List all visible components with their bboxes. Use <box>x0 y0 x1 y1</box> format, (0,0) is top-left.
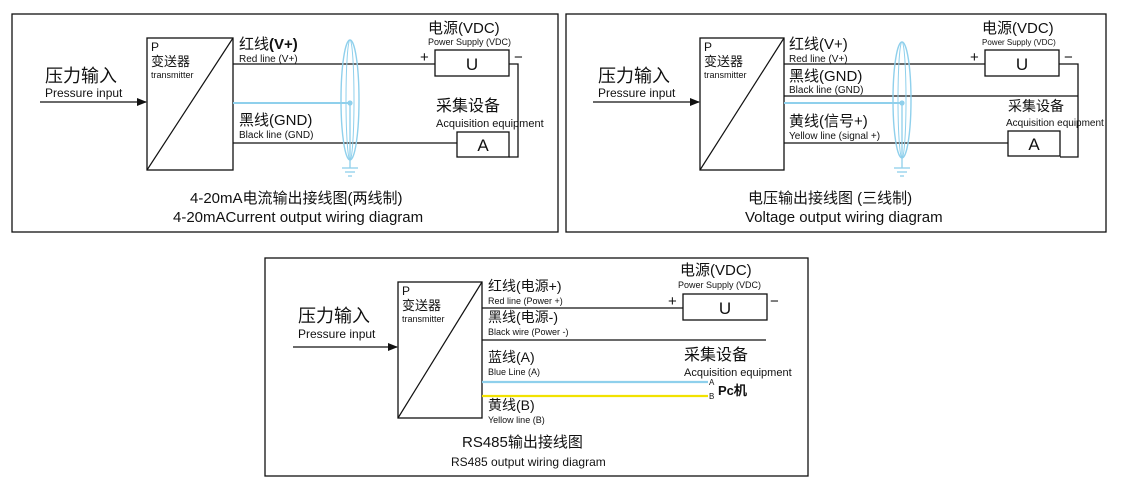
power-supply-u-box <box>984 49 1060 77</box>
power-supply-u-box <box>434 49 510 77</box>
power-supply-u-box <box>682 293 768 321</box>
diagram-frame <box>264 257 809 477</box>
power-return-wire <box>509 63 519 158</box>
acquisition-a-box <box>1007 130 1061 157</box>
power-supply-label-cn: 电源(VDC) <box>982 20 1054 37</box>
black-line-label-cn: 黑线(电源-) <box>488 309 558 325</box>
power-supply-label-cn: 电源(VDC) <box>428 20 500 37</box>
power-supply-label-cn: 电源(VDC) <box>680 262 752 279</box>
yellow-line-label-en: Yellow line (signal +) <box>789 131 880 142</box>
power-supply-label-en: Power Supply (VDC) <box>678 280 761 290</box>
power-supply-u-label: U <box>719 299 731 318</box>
transmitter-label-en: transmitter <box>151 70 194 80</box>
ground-icon <box>894 167 910 177</box>
transmitter-box <box>397 281 483 419</box>
power-supply-u-label: U <box>466 55 478 74</box>
transmitter-p-label: P <box>151 40 159 54</box>
acquisition-label-cn: 采集设备 <box>436 97 500 115</box>
power-return-wire <box>1059 63 1079 158</box>
acquisition-label-en: Acquisition equipment <box>684 367 792 379</box>
pressure-input-label-cn: 压力输入 <box>298 306 370 326</box>
transmitter-p-label: P <box>402 284 410 298</box>
black-line-label-cn: 黑线(GND) <box>239 112 312 129</box>
yellow-line-label-cn: 黄线(信号+) <box>789 113 868 130</box>
current-output-diagram: 压力输入 Pressure input P 变送器 transmitter 红线… <box>11 13 559 233</box>
diagram-caption-cn: 电压输出接线图 (三线制) <box>748 190 912 207</box>
blue-line-label-en: Blue Line (A) <box>488 367 540 377</box>
diagram-caption-en: 4-20mACurrent output wiring diagram <box>173 209 423 226</box>
power-plus-sign: + <box>420 49 429 66</box>
power-supply-label-en: Power Supply (VDC) <box>982 38 1056 47</box>
power-minus-sign: − <box>1064 49 1073 66</box>
ground-icon <box>342 167 358 177</box>
power-minus-sign: − <box>514 49 523 66</box>
power-supply-label-en: Power Supply (VDC) <box>428 37 511 47</box>
power-minus-sign: − <box>770 293 779 310</box>
diagram-caption-cn: 4-20mA电流输出接线图(两线制) <box>190 190 403 207</box>
acquisition-label-cn: 采集设备 <box>684 346 748 364</box>
diagram-caption-cn: RS485输出接线图 <box>462 434 583 451</box>
yellow-line-label-cn: 黄线(B) <box>488 397 535 413</box>
pc-label: Pc机 <box>718 383 747 398</box>
transmitter-label-cn: 变送器 <box>704 54 743 69</box>
diagram-frame <box>565 13 1107 233</box>
power-plus-sign: + <box>970 49 979 66</box>
transmitter-label-cn: 变送器 <box>151 54 190 69</box>
acquisition-label-en: Acquisition equipment <box>1006 118 1104 129</box>
pressure-input-label-cn: 压力输入 <box>598 66 670 86</box>
black-line-label-en: Black line (GND) <box>239 130 313 141</box>
rs485-output-diagram: 压力输入 Pressure input P 变送器 transmitter 红线… <box>264 257 809 477</box>
red-line-label-en: Red line (V+) <box>789 54 848 65</box>
pressure-input-label-en: Pressure input <box>598 86 676 100</box>
transmitter-p-label: P <box>704 40 712 54</box>
diagram-caption-en: RS485 output wiring diagram <box>451 455 606 469</box>
acquisition-label-en: Acquisition equipment <box>436 118 544 130</box>
transmitter-diagonal <box>397 281 483 419</box>
acquisition-label-cn: 采集设备 <box>1008 98 1064 114</box>
transmitter-label-cn: 变送器 <box>402 298 441 313</box>
black-line-label-cn: 黑线(GND) <box>789 68 862 85</box>
pressure-input-label-en: Pressure input <box>298 327 376 341</box>
transmitter-diagonal <box>146 37 234 171</box>
red-line-label-cn: 红线(电源+) <box>488 278 562 294</box>
power-supply-u-label: U <box>1016 55 1028 74</box>
acquisition-a-box <box>456 131 510 158</box>
voltage-output-diagram: 压力输入 Pressure input P 变送器 transmitter 红线… <box>565 13 1107 233</box>
acquisition-a-label: A <box>1028 135 1040 154</box>
blue-line-label-cn: 蓝线(A) <box>488 349 535 365</box>
transmitter-diagonal <box>699 37 785 171</box>
diagram-caption-en: Voltage output wiring diagram <box>745 209 943 226</box>
pressure-input-label-cn: 压力输入 <box>45 66 117 86</box>
red-line-label-cn: 红线(V+) <box>239 36 298 53</box>
diagram-frame <box>11 13 559 233</box>
transmitter-label-en: transmitter <box>402 314 445 324</box>
power-plus-sign: + <box>668 293 677 310</box>
terminal-b-label: B <box>709 392 714 401</box>
yellow-line-label-en: Yellow line (B) <box>488 415 545 425</box>
red-line-label-cn: 红线(V+) <box>789 36 848 53</box>
pressure-input-label-en: Pressure input <box>45 86 123 100</box>
black-line-label-en: Black line (GND) <box>789 85 863 96</box>
acquisition-a-label: A <box>477 136 489 155</box>
terminal-a-label: A <box>709 378 715 387</box>
transmitter-label-en: transmitter <box>704 70 747 80</box>
red-line-label-en: Red line (Power +) <box>488 296 563 306</box>
red-line-label-en: Red line (V+) <box>239 54 298 65</box>
black-line-label-en: Black wire (Power -) <box>488 327 569 337</box>
